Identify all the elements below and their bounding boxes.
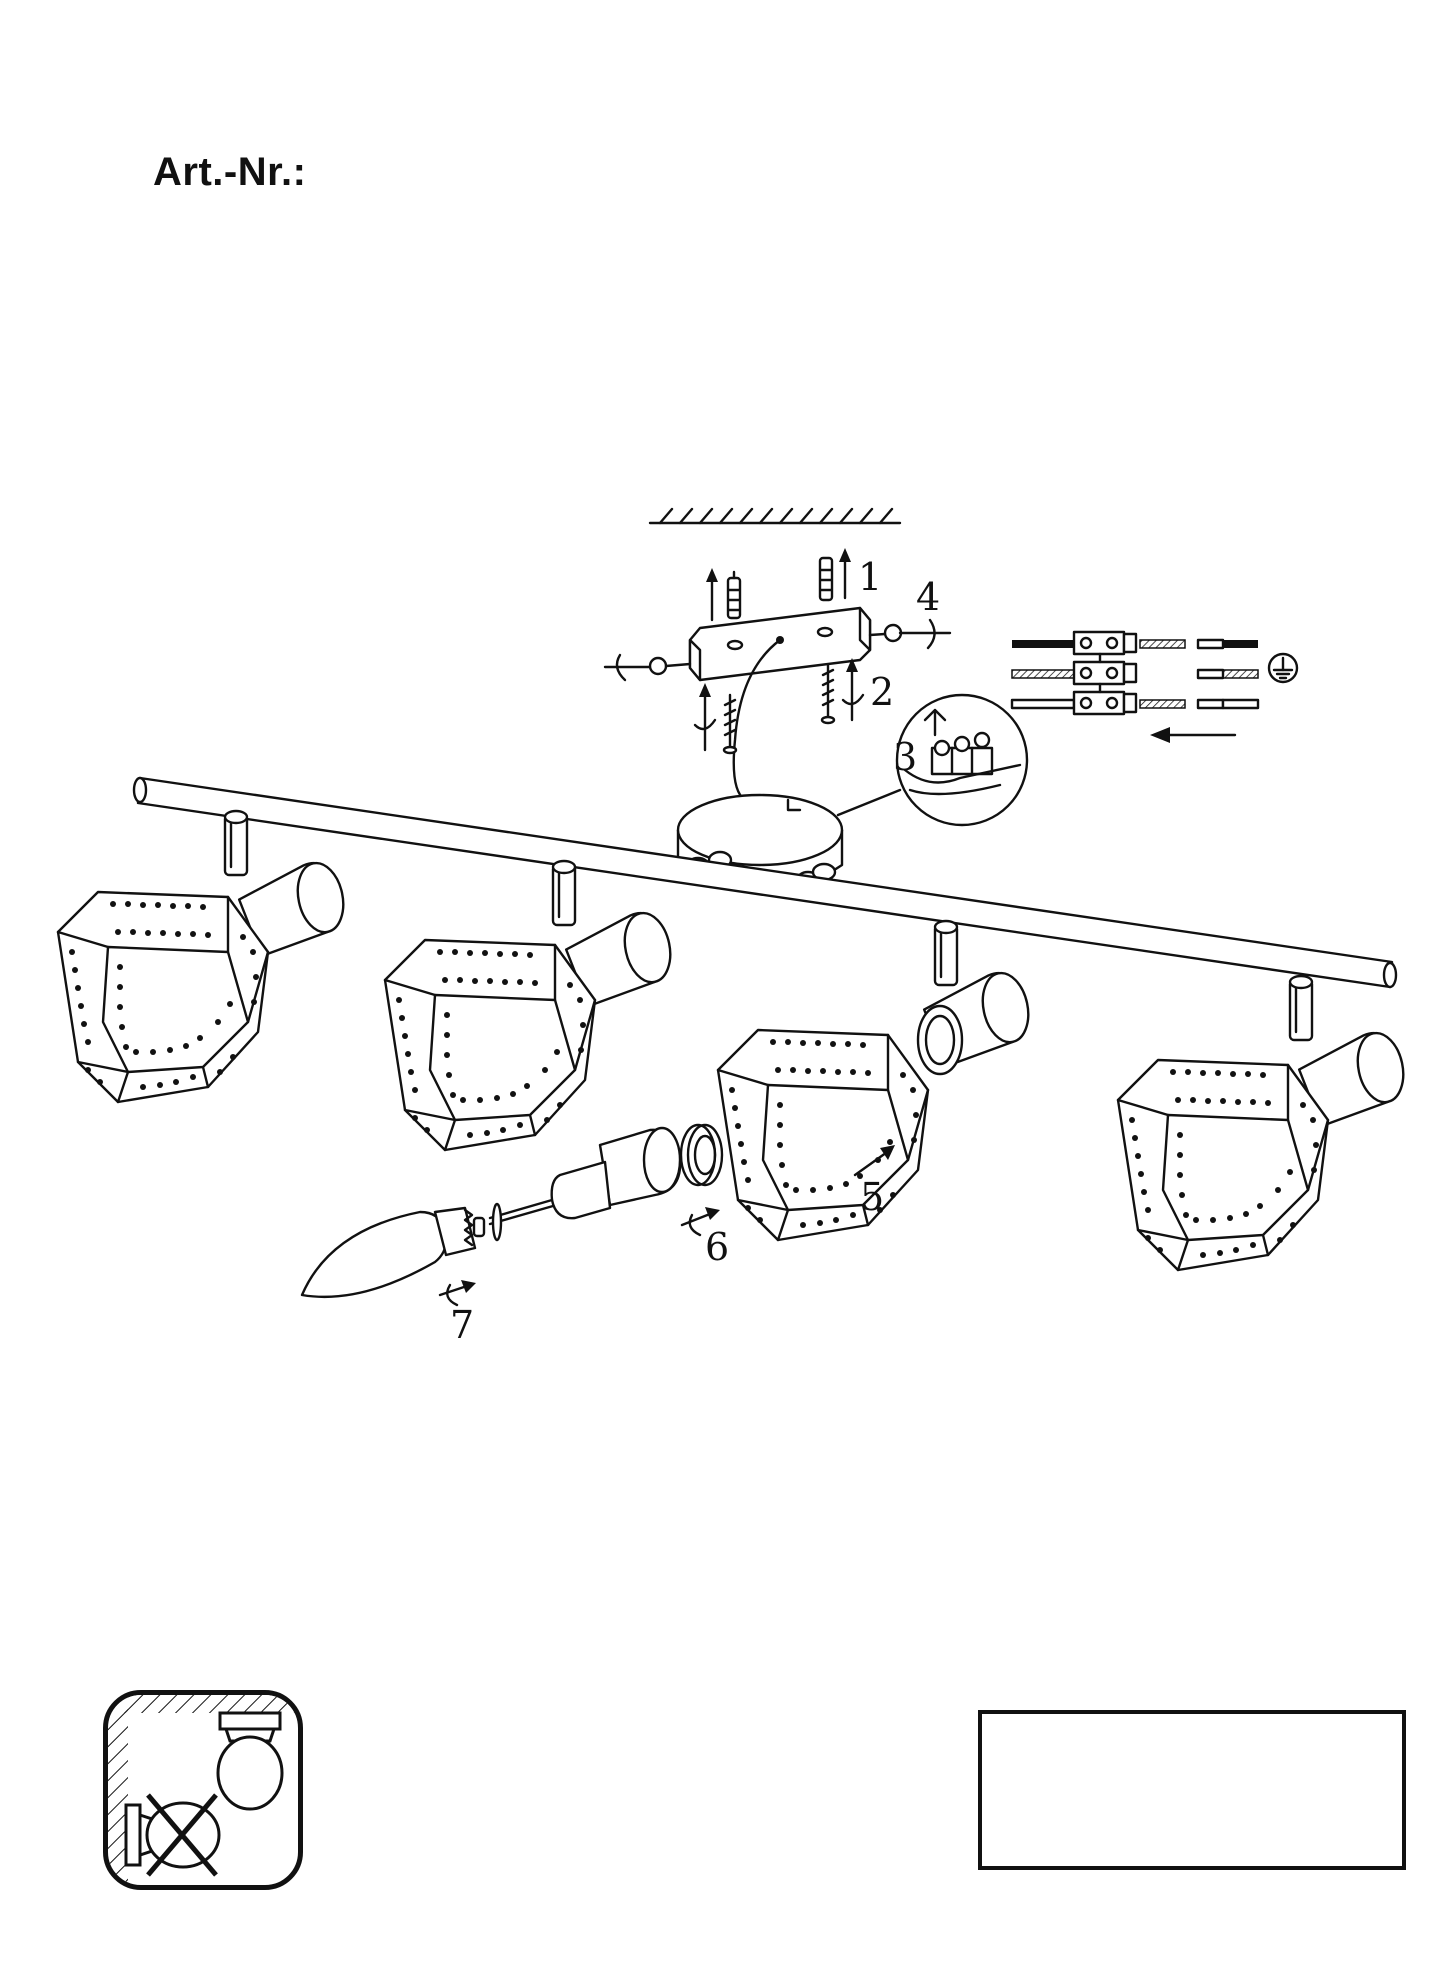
no-wall-mount-ceiling-only-icon — [103, 1690, 303, 1890]
spotlight-1 — [58, 811, 351, 1102]
lampshade-ring — [681, 1125, 722, 1235]
step-2-label: 2 — [870, 670, 894, 714]
step-6-label: 6 — [705, 1225, 729, 1269]
candle-bulb — [302, 1208, 484, 1305]
step-5-label: 5 — [860, 1175, 884, 1219]
lamp-holder — [490, 1128, 680, 1240]
wiring-detail-callout — [838, 695, 1027, 825]
ceiling-hatch — [650, 509, 900, 523]
earth-ground-icon — [1269, 654, 1297, 682]
step-4-label: 4 — [916, 575, 940, 619]
wall-plugs — [706, 548, 851, 620]
product-label-box — [978, 1710, 1406, 1870]
mounting-bracket — [690, 608, 870, 800]
spotlight-4 — [1118, 976, 1411, 1270]
step-1-label: 1 — [858, 555, 882, 599]
step-7-label: 7 — [450, 1303, 474, 1347]
spotlight-2 — [385, 861, 678, 1150]
terminal-wiring-diagram — [1012, 632, 1258, 743]
step-3-label: 3 — [893, 735, 917, 779]
